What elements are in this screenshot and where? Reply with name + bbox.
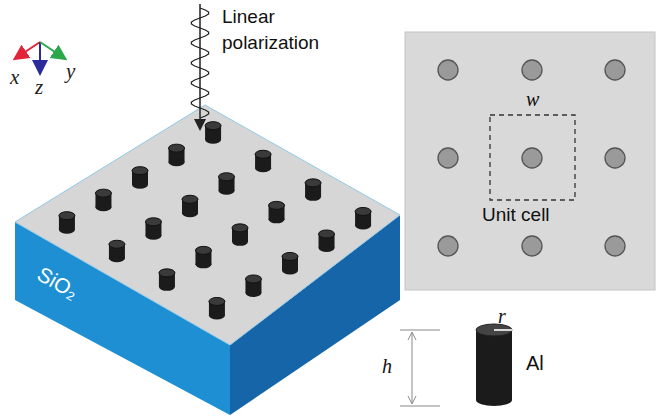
pillar-dot	[605, 60, 625, 80]
al-pillar	[169, 144, 185, 166]
al-pillar	[245, 275, 261, 297]
pillar-dot	[605, 236, 625, 256]
al-pillar	[305, 179, 321, 201]
al-pillar	[282, 252, 298, 274]
al-pillar	[195, 246, 211, 268]
al-pillar	[59, 212, 75, 234]
al-pillar	[109, 240, 125, 262]
unit-pillar	[400, 324, 512, 406]
incident-wave	[191, 4, 208, 128]
al-pillar	[182, 195, 198, 217]
pillar-dot	[438, 236, 458, 256]
al-pillar	[219, 173, 235, 195]
axis-label: x	[10, 66, 19, 89]
substrate-block	[15, 105, 400, 415]
axes	[16, 42, 64, 72]
wave-label: Linear polarization	[222, 4, 342, 55]
al-pillar	[159, 269, 175, 291]
top-view-panel	[405, 32, 655, 290]
al-pillar	[205, 122, 221, 144]
dimension-label: h	[382, 355, 392, 377]
pillar-dot	[605, 148, 625, 168]
al-pillar	[269, 201, 285, 223]
al-pillar	[145, 218, 161, 240]
pillar-dot	[522, 236, 542, 256]
pillar-dot	[438, 60, 458, 80]
axis-label: z	[35, 76, 43, 99]
dimension-label: w	[526, 88, 539, 110]
pillar-dot	[522, 60, 542, 80]
pillar-dot	[522, 148, 542, 168]
al-pillar	[319, 230, 335, 252]
al-pillar	[209, 297, 225, 319]
dimension-label: r	[498, 305, 506, 327]
al-pillar	[355, 207, 371, 229]
al-pillar	[95, 189, 111, 211]
al-pillar	[232, 224, 248, 246]
region-label: Unit cell	[482, 205, 550, 226]
al-pillar	[255, 150, 271, 172]
pillar-array	[59, 122, 371, 320]
axis-label: y	[66, 60, 75, 83]
al-pillar	[132, 167, 148, 189]
material-label: Al	[526, 352, 544, 374]
pillar-dot	[438, 148, 458, 168]
